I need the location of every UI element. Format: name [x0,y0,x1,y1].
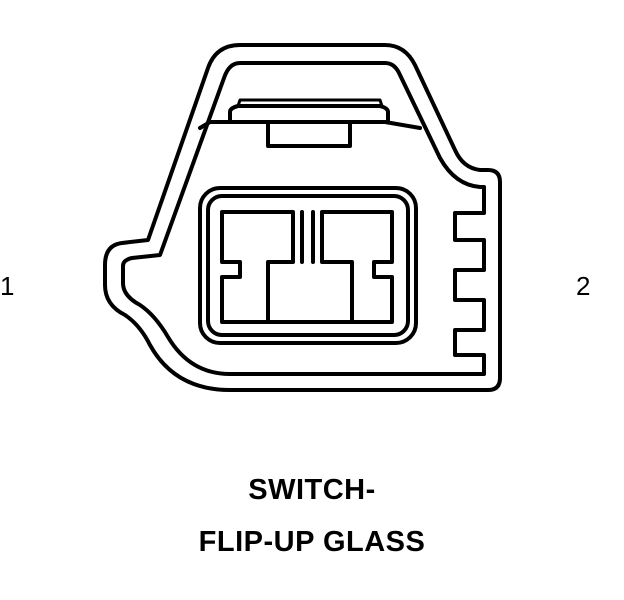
pin-label-2: 2 [576,271,591,301]
connector-housing-inner [121,61,486,376]
connector-housing-outer [103,43,502,392]
latch-block [266,120,352,148]
latch-tab-outer [228,104,390,124]
housing-top-ridge [198,120,422,130]
cavity-frame-inner [206,194,410,337]
cavity-frame-outer [198,186,418,345]
latch-tab-inner [236,98,384,108]
center-divider-slot [300,210,315,264]
pin-label-1: 1 [0,271,15,301]
caption-line-2: FLIP-UP GLASS [198,526,426,558]
terminal-cavities [220,210,394,324]
caption-line-1: SWITCH- [248,474,376,506]
